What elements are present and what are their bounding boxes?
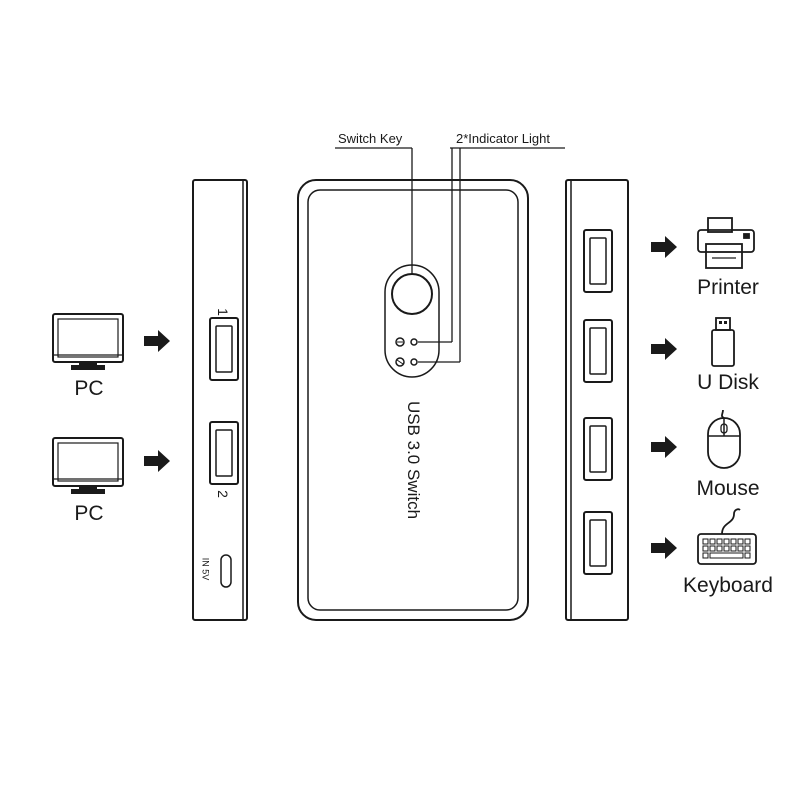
arrow-icon — [651, 436, 677, 458]
monitor-icon — [52, 437, 124, 494]
arrow-icon — [651, 236, 677, 258]
printer-label: Printer — [697, 276, 759, 299]
usb-port-1 — [209, 317, 239, 381]
power-port — [220, 554, 232, 588]
mouse-icon — [707, 409, 741, 469]
arrow-icon — [651, 338, 677, 360]
output-port-3 — [583, 417, 613, 481]
led-2 — [410, 358, 418, 366]
pc-label-2: PC — [74, 502, 104, 525]
u-disk-label: U Disk — [697, 371, 759, 394]
keyboard-label: Keyboard — [683, 574, 773, 597]
monitor-icon — [52, 313, 124, 370]
usb-port-2 — [209, 421, 239, 485]
keyboard-icon — [697, 508, 757, 565]
arrow-icon — [144, 450, 170, 472]
indicator-callout-line — [418, 147, 565, 363]
usb-drive-icon — [711, 317, 735, 367]
printer-icon — [697, 217, 755, 269]
switch-body — [297, 179, 529, 621]
output-port-4 — [583, 511, 613, 575]
arrow-icon — [144, 330, 170, 352]
output-port-2 — [583, 319, 613, 383]
right-side-panel — [565, 179, 629, 621]
left-side-panel — [192, 179, 248, 621]
port-number-1: 1 — [214, 308, 231, 316]
output-port-1 — [583, 229, 613, 293]
power-port-label: IN 5V — [200, 557, 211, 581]
port-number-2: 2 — [214, 490, 231, 498]
product-name: USB 3.0 Switch — [404, 400, 423, 520]
switch-key-button — [391, 273, 433, 315]
arrow-icon — [651, 537, 677, 559]
switch-key-callout-line — [335, 147, 413, 274]
indicator-light-1 — [395, 337, 405, 347]
switch-key-label: Switch Key — [338, 131, 403, 146]
led-1 — [410, 338, 418, 346]
indicator-light-label: 2*Indicator Light — [456, 131, 550, 146]
mouse-label: Mouse — [696, 477, 760, 500]
pc-label-1: PC — [74, 377, 104, 400]
indicator-light-2 — [395, 357, 405, 367]
